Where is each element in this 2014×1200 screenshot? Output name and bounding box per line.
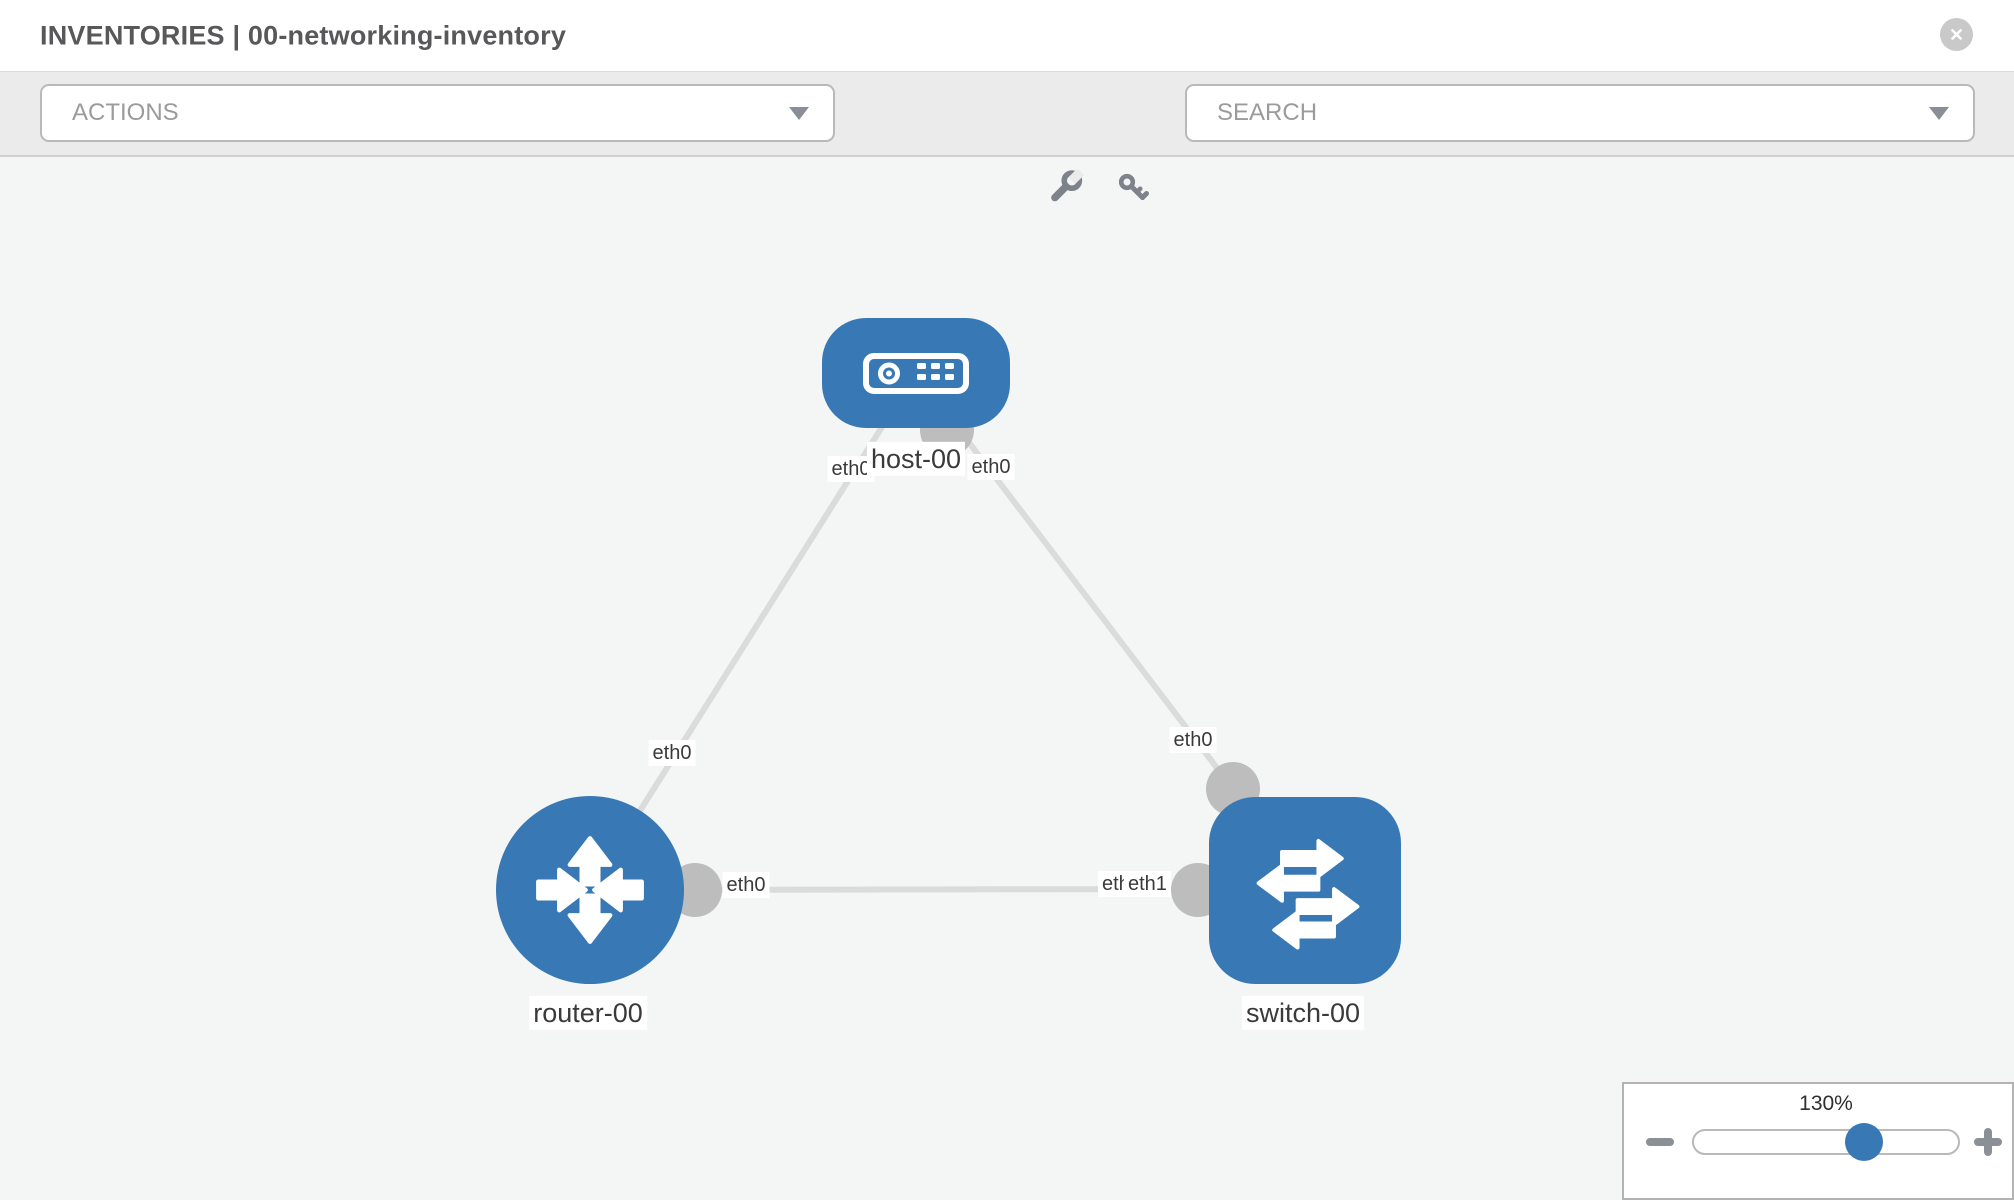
node-switch-00[interactable] (1209, 797, 1401, 984)
interface-label-host-right: eth0 (967, 454, 1015, 480)
zoom-panel: 130% (1622, 1082, 2014, 1200)
node-label-router: router-00 (529, 995, 647, 1031)
header: INVENTORIES | 00-networking-inventory ✕ (0, 0, 2014, 72)
host-icon (863, 353, 969, 394)
interface-label-host-left: eth0 (827, 456, 875, 482)
chevron-down-icon (789, 107, 809, 120)
actions-dropdown[interactable]: ACTIONS (40, 84, 835, 142)
topology-canvas[interactable] (0, 157, 2014, 1200)
page-title: INVENTORIES | 00-networking-inventory (40, 20, 567, 50)
search-dropdown[interactable]: SEARCH (1185, 84, 1975, 142)
interface-label-switch-eth1: eth1 (1124, 871, 1171, 897)
zoom-slider-thumb[interactable] (1845, 1123, 1883, 1161)
chevron-down-icon (1929, 107, 1949, 120)
toolbar: ACTIONS SEARCH (0, 72, 2014, 202)
node-label-host: host-00 (866, 441, 966, 477)
interface-label-link-host-switch: eth0 (1169, 727, 1217, 753)
wrench-icon[interactable] (1048, 169, 1084, 205)
actions-dropdown-label: ACTIONS (72, 99, 179, 126)
zoom-percent-label: 130% (1799, 1092, 1853, 1115)
node-host-00[interactable] (822, 318, 1010, 428)
node-label-switch: switch-00 (1241, 995, 1365, 1031)
search-dropdown-label: SEARCH (1217, 99, 1318, 126)
zoom-slider-track[interactable] (1692, 1129, 1960, 1155)
node-router-00[interactable] (496, 796, 684, 984)
zoom-in-icon[interactable] (1974, 1128, 2002, 1156)
interface-label-router-bottom: eth0 (722, 872, 770, 898)
zoom-out-icon[interactable] (1646, 1138, 1674, 1146)
switch-icon (1256, 838, 1360, 950)
interface-label-link-router-host: eth0 (648, 740, 696, 766)
key-icon[interactable] (1116, 171, 1150, 205)
router-icon (536, 836, 644, 944)
close-icon[interactable]: ✕ (1940, 18, 1973, 51)
